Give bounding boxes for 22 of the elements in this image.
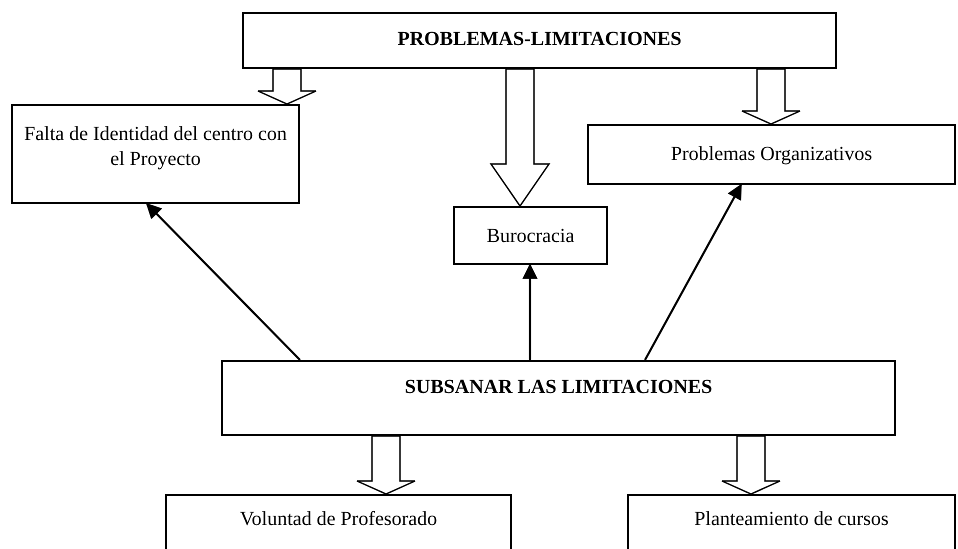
box-label: SUBSANAR LAS LIMITACIONES xyxy=(404,375,712,400)
box-label: PROBLEMAS-LIMITACIONES xyxy=(397,27,682,52)
arrow xyxy=(146,202,301,361)
arrow xyxy=(522,263,538,360)
process-box xyxy=(221,360,896,436)
block-arrow xyxy=(490,68,550,208)
box-label: Voluntad de Profesorado xyxy=(240,507,438,532)
process-box xyxy=(242,12,837,69)
block-arrow xyxy=(721,435,781,495)
box-label: Planteamiento de cursos xyxy=(694,507,889,532)
process-box xyxy=(11,104,300,204)
block-arrow xyxy=(257,68,317,105)
block-arrow xyxy=(741,68,801,125)
process-box xyxy=(165,494,512,549)
block-arrow xyxy=(356,435,416,495)
box-label: Falta de Identidad del centro con el Proyecto xyxy=(23,122,288,172)
box-label: Problemas Organizativos xyxy=(670,142,872,167)
process-box xyxy=(453,206,608,265)
box-label: Burocracia xyxy=(486,224,574,249)
arrow xyxy=(644,184,742,361)
process-box xyxy=(587,124,956,185)
process-box xyxy=(627,494,956,549)
